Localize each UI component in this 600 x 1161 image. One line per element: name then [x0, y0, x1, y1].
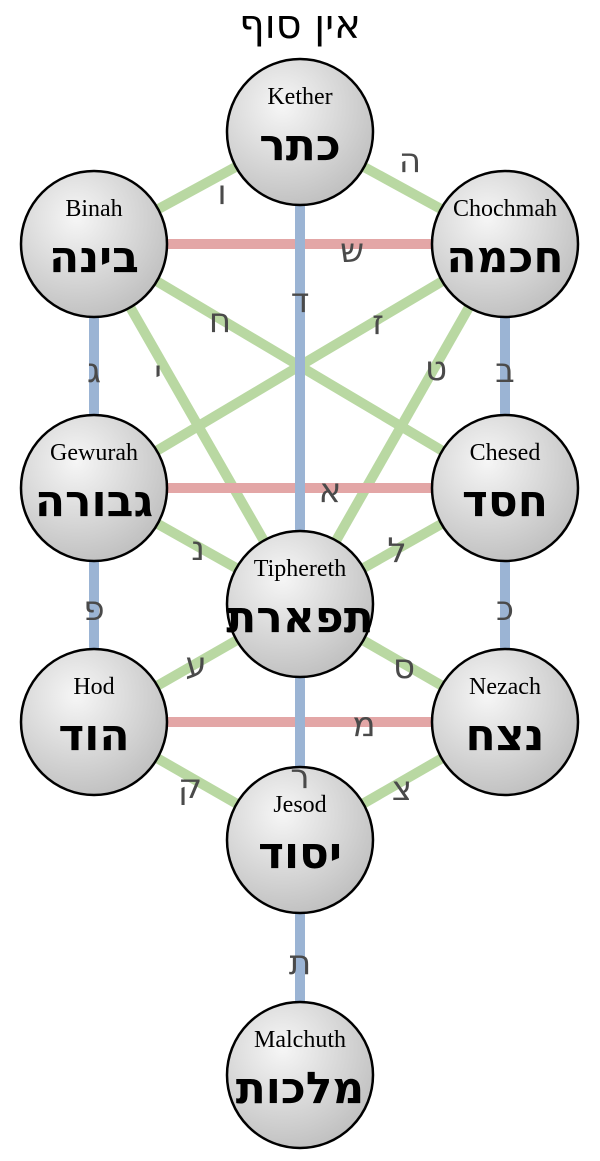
sephirah-chesed: Chesed חסד — [430, 413, 580, 563]
path-letter: ז — [372, 303, 384, 343]
sephirah-hebrew: הוד — [58, 710, 129, 761]
sephirah-hebrew: יסוד — [258, 828, 342, 879]
sephirah-binah: Binah בינה — [19, 169, 169, 319]
sephirah-chochmah: Chochmah חכמה — [430, 169, 580, 319]
sephirah-nezach: Nezach נצח — [430, 647, 580, 797]
sephirah-circle — [430, 169, 580, 319]
sephirah-circle — [225, 529, 375, 679]
path-letter: ג — [87, 351, 101, 391]
sephirah-circle — [19, 413, 169, 563]
sephirah-kether: Kether כתר — [225, 57, 375, 207]
sephirah-circle — [225, 1000, 375, 1150]
sephirah-name: Tiphereth — [254, 556, 346, 582]
path-letter: צ — [392, 769, 412, 809]
path-letter: י — [154, 353, 162, 393]
sephirah-name: Chochmah — [453, 196, 557, 222]
sephirah-hebrew: נצח — [466, 710, 545, 761]
sephirah-gewurah: Gewurah גבורה — [19, 413, 169, 563]
path-letter: ר — [290, 757, 309, 797]
path-letter: ס — [393, 647, 415, 687]
sephirah-name: Malchuth — [254, 1027, 346, 1053]
sephirah-name: Hod — [73, 674, 114, 700]
path-letter: ל — [387, 531, 406, 571]
path-letter: ט — [425, 349, 447, 389]
sephirah-circle — [430, 647, 580, 797]
path-letter: ה — [399, 141, 421, 181]
sephirah-hebrew: גבורה — [35, 476, 153, 527]
sephirah-hebrew: תפארת — [226, 592, 374, 643]
sephirah-jesod: Jesod יסוד — [225, 765, 375, 915]
page-title: אין סוף — [239, 2, 361, 48]
sephiroth-layer: KetherכתרBinahבינהChochmahחכמהGewurahגבו… — [19, 57, 580, 1150]
sephirah-tiphereth: Tiphereth תפארת — [225, 529, 375, 679]
sephirah-hod: Hod הוד — [19, 647, 169, 797]
sephirah-name: Gewurah — [50, 440, 138, 466]
sephirah-name: Kether — [267, 84, 332, 110]
path-letter: פ — [83, 589, 104, 629]
sephirah-circle — [19, 169, 169, 319]
path-letter: ש — [340, 231, 364, 271]
path-letter: ב — [495, 351, 515, 391]
sephirah-hebrew: חסד — [462, 476, 548, 527]
sephirah-name: Binah — [65, 196, 122, 222]
path-letter: נ — [191, 529, 205, 569]
sephirah-circle — [225, 765, 375, 915]
path-letter: ו — [217, 173, 226, 213]
path-letter: א — [319, 471, 342, 511]
sephirah-hebrew: מלכות — [236, 1063, 365, 1114]
sephirah-circle — [225, 57, 375, 207]
sephirah-malchuth: Malchuth מלכות — [225, 1000, 375, 1150]
sephirah-circle — [19, 647, 169, 797]
path-letters-layer: ו ה דש ח ז י ט ג ב א נ ל פ כ ע ס ר מ ק צ ת — [83, 141, 514, 983]
sephirah-name: Jesod — [273, 792, 326, 818]
path-letter: ת — [289, 943, 311, 983]
sephirah-name: Chesed — [470, 440, 541, 466]
path-letter: ח — [209, 301, 231, 341]
sephirah-circle — [430, 413, 580, 563]
sephirah-name: Nezach — [469, 674, 541, 700]
sephirah-hebrew: כתר — [259, 120, 340, 171]
path-letter: ק — [178, 767, 202, 807]
sephirah-hebrew: חכמה — [446, 232, 563, 283]
sephirah-hebrew: בינה — [49, 232, 139, 283]
path-letter: כ — [496, 589, 514, 629]
path-letter: ע — [185, 645, 206, 685]
path-letter: מ — [352, 705, 375, 745]
path-letter: ד — [291, 281, 310, 321]
